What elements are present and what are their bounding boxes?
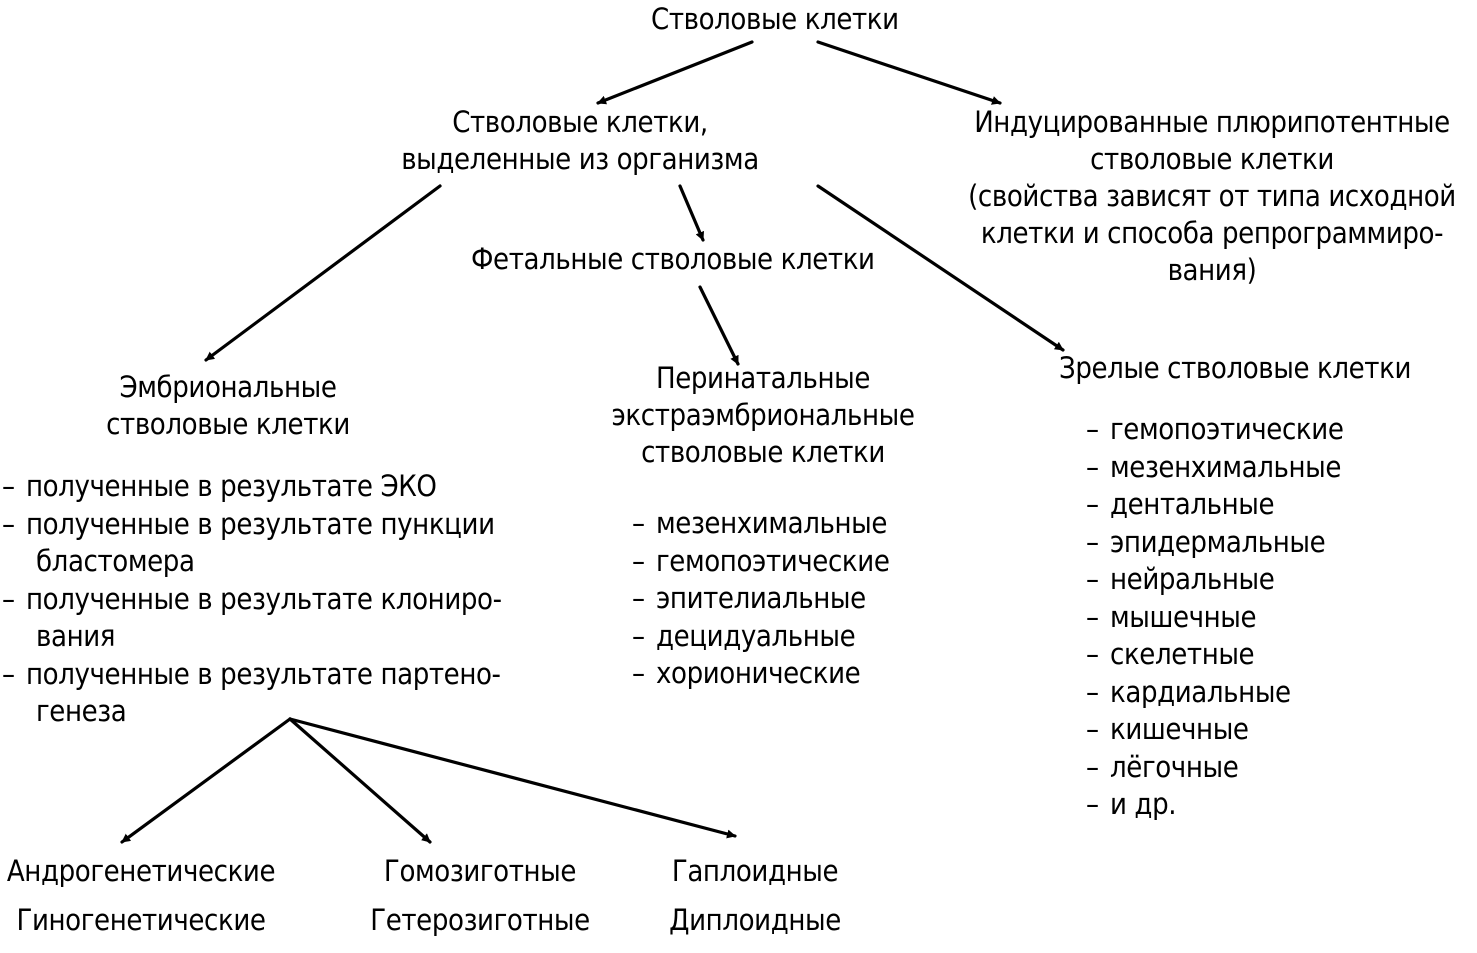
list-item: –кардиальные: [1086, 674, 1291, 709]
list-item-continuation: вания: [36, 619, 116, 653]
list-item: –гемопоэтические: [632, 543, 890, 578]
haploid-label: Гаплоидные: [671, 854, 839, 888]
list-item: –эпителиальные: [632, 581, 866, 615]
list-item: –мышечные: [1086, 599, 1257, 634]
gynogenetic-label: Гиногенетические: [16, 903, 266, 937]
list-item: –полученные в результате клониро-: [2, 581, 502, 616]
arrow-isolated-to-mature: [816, 184, 1065, 352]
arrow-embryonic-to-androgenetic: [120, 717, 292, 844]
arrow-isolated-to-fetal: [678, 184, 705, 242]
perinatal-node: Перинатальные экстраэмбриональные стволо…: [593, 360, 933, 471]
arrow-root-to-induced: [816, 40, 1002, 105]
isolated-line-1: Стволовые клетки,: [452, 105, 708, 139]
root-node: Стволовые клетки: [651, 1, 899, 38]
list-item: –полученные в результате пункции: [2, 506, 495, 541]
embryonic-title-line-1: Эмбриональные: [119, 370, 337, 404]
list-item: –дентальные: [1086, 487, 1275, 521]
induced-line-5: вания): [1167, 253, 1257, 287]
induced-line-1: Индуцированные плюрипотентные: [974, 105, 1450, 139]
arrow-embryonic-to-haploid: [288, 717, 737, 839]
list-item: –полученные в результате партено-: [2, 656, 501, 691]
arrow-isolated-to-embryonic: [204, 184, 442, 362]
list-item: –скелетные: [1086, 637, 1255, 671]
arrow-fetal-to-perinatal: [698, 285, 740, 366]
homozygous-label: Гомозиготные: [383, 854, 577, 888]
root-node-label: Стволовые клетки: [651, 2, 899, 36]
list-item: –кишечные: [1086, 712, 1249, 746]
mature-node: Зрелые стволовые клетки: [1059, 350, 1411, 387]
list-item-continuation: бластомера: [36, 544, 195, 578]
list-item: –гемопоэтические: [1086, 412, 1344, 446]
isolated-line-2: выделенные из организма: [401, 142, 759, 176]
induced-line-2: стволовые клетки: [1090, 142, 1334, 176]
perinatal-title-line-1: Перинатальные: [655, 361, 870, 395]
list-item: –полученные в результате ЭКО: [2, 469, 437, 503]
zygosity-group: Гомозиготные Гетерозиготные: [360, 847, 600, 945]
diploid-label: Диплоидные: [669, 903, 841, 937]
list-item: –децидуальные: [632, 618, 856, 653]
list-item: –хорионические: [632, 656, 861, 690]
androgenetic-label: Андрогенетические: [6, 854, 276, 888]
perinatal-title-line-2: экстраэмбриональные: [611, 398, 915, 432]
list-item: –нейральные: [1086, 562, 1275, 596]
fetal-node-label: Фетальные стволовые клетки: [471, 242, 875, 276]
fetal-node: Фетальные стволовые клетки: [471, 241, 875, 278]
list-item: –мезенхимальные: [1086, 449, 1341, 484]
list-item: –и др.: [1086, 787, 1177, 821]
induced-node: Индуцированные плюрипотентные стволовые …: [957, 104, 1467, 289]
heterozygous-label: Гетерозиготные: [370, 903, 590, 937]
list-item-continuation: генеза: [36, 694, 127, 728]
embryonic-node: Эмбриональные стволовые клетки: [80, 369, 376, 443]
perinatal-list: –мезенхимальные –гемопоэтические –эпител…: [632, 505, 890, 693]
list-item: –эпидермальные: [1086, 524, 1326, 559]
perinatal-title-line-3: стволовые клетки: [641, 435, 885, 469]
mature-list: –гемопоэтические –мезенхимальные –дентал…: [1086, 411, 1344, 824]
ploidy-group: Гаплоидные Диплоидные: [650, 847, 860, 945]
list-item: –мезенхимальные: [632, 506, 887, 540]
mature-node-label: Зрелые стволовые клетки: [1059, 351, 1412, 385]
embryonic-list: –полученные в результате ЭКО –полученные…: [2, 468, 502, 731]
isolated-node: Стволовые клетки, выделенные из организм…: [390, 104, 770, 178]
arrow-root-to-isolated: [596, 40, 754, 105]
induced-line-4: клетки и способа репрограммиро-: [980, 216, 1444, 250]
androgenetic-group: Андрогенетические Гиногенетические: [0, 847, 282, 945]
arrow-embryonic-to-homozygous: [288, 717, 432, 844]
induced-line-3: (свойства зависят от типа исходной: [968, 179, 1456, 213]
embryonic-title-line-2: стволовые клетки: [106, 407, 350, 441]
list-item: –лёгочные: [1086, 749, 1239, 784]
